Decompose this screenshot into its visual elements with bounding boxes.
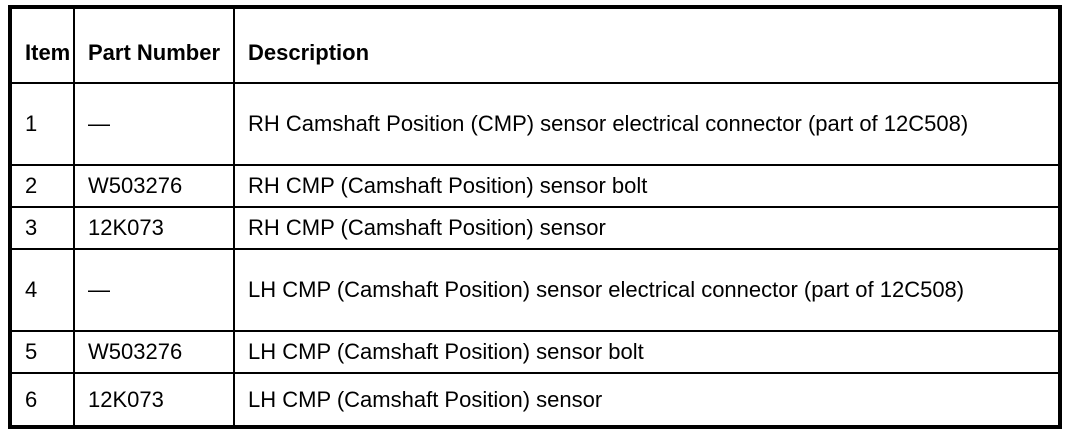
cell-item: 3 bbox=[9, 206, 75, 250]
cell-part-number: 12K073 bbox=[73, 372, 235, 428]
parts-table: Item Part Number Description 1—RH Camsha… bbox=[8, 5, 1062, 429]
cell-description: LH CMP (Camshaft Position) sensor electr… bbox=[233, 248, 1061, 332]
cell-part-number: — bbox=[73, 82, 235, 166]
cell-description: LH CMP (Camshaft Position) sensor bbox=[233, 372, 1061, 428]
header-row: Item Part Number Description bbox=[9, 6, 1061, 84]
cell-description: RH Camshaft Position (CMP) sensor electr… bbox=[233, 82, 1061, 166]
cell-item: 6 bbox=[9, 372, 75, 428]
cell-part-number: W503276 bbox=[73, 330, 235, 374]
column-header-part-number: Part Number bbox=[73, 6, 235, 84]
cell-item: 2 bbox=[9, 164, 75, 208]
cell-item: 5 bbox=[9, 330, 75, 374]
cell-item: 4 bbox=[9, 248, 75, 332]
column-header-description: Description bbox=[233, 6, 1061, 84]
cell-description: RH CMP (Camshaft Position) sensor bolt bbox=[233, 164, 1061, 208]
table-body: 1—RH Camshaft Position (CMP) sensor elec… bbox=[9, 82, 1061, 428]
cell-part-number: W503276 bbox=[73, 164, 235, 208]
cell-part-number: 12K073 bbox=[73, 206, 235, 250]
table-row: 1—RH Camshaft Position (CMP) sensor elec… bbox=[9, 82, 1061, 166]
column-header-item: Item bbox=[9, 6, 75, 84]
table-row: 4—LH CMP (Camshaft Position) sensor elec… bbox=[9, 248, 1061, 332]
cell-part-number: — bbox=[73, 248, 235, 332]
cell-item: 1 bbox=[9, 82, 75, 166]
cell-description: LH CMP (Camshaft Position) sensor bolt bbox=[233, 330, 1061, 374]
cell-description: RH CMP (Camshaft Position) sensor bbox=[233, 206, 1061, 250]
